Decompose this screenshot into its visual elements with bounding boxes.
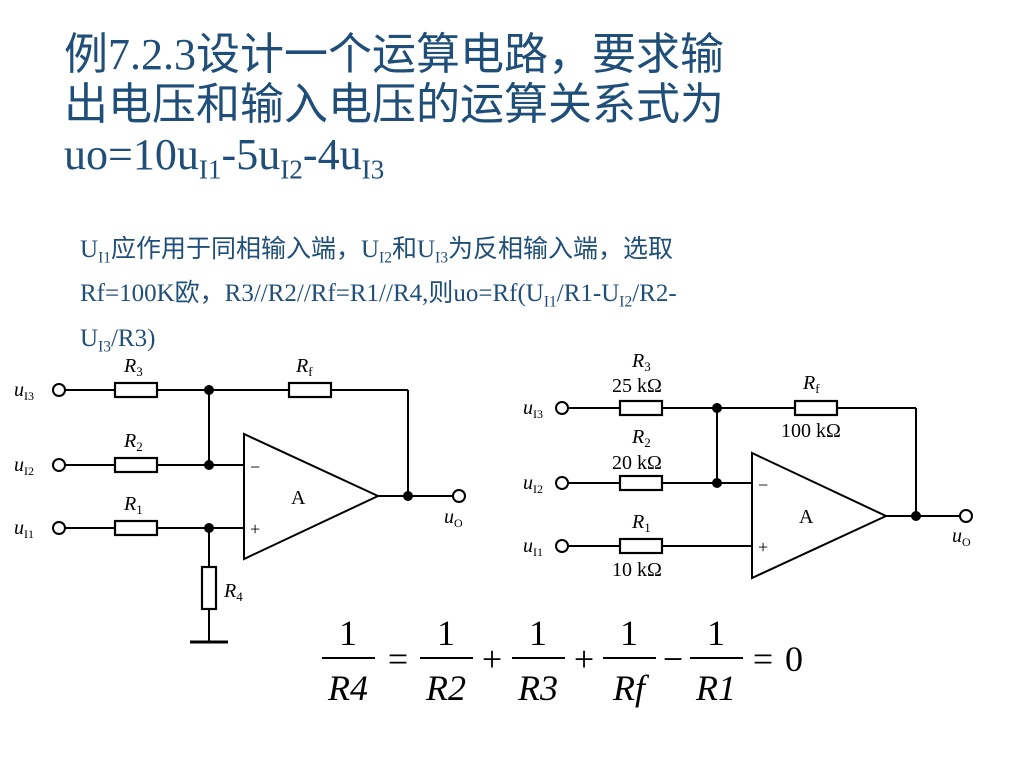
formula-den-3: R3 (517, 668, 558, 708)
right-label-rf: Rf (802, 372, 820, 396)
left-label-minus: − (250, 457, 260, 477)
formula-den-2: R2 (425, 668, 466, 708)
formula-num-5: 1 (707, 613, 725, 653)
formula-num-4: 1 (620, 613, 638, 653)
slide-title: 例7.2.3设计一个运算电路，要求输 出电压和输入电压的运算关系式为 uo=10… (64, 30, 964, 195)
right-label-plus: + (758, 537, 768, 557)
formula-equals-1: = (388, 639, 408, 679)
right-terminal-ui1 (555, 539, 569, 553)
left-node-noninverting (204, 523, 214, 533)
left-label-ui3: uI3 (14, 379, 34, 403)
right-node-inverting (712, 478, 722, 488)
right-resistor-r3 (618, 399, 664, 417)
right-circuit: uI3 uI2 uI1 R3 25 kΩ Rf 100 kΩ R2 20 kΩ … (523, 350, 973, 581)
formula-op-4: − (663, 639, 683, 679)
left-circuit: uI3 uI2 uI1 R3 Rf R2 R1 R4 A − + uO (14, 355, 466, 644)
left-terminal-ui2 (52, 458, 66, 472)
right-label-r3: R3 (631, 350, 651, 374)
formula-num-2: 1 (437, 613, 455, 653)
left-label-rf: Rf (295, 355, 313, 379)
left-node-inverting (204, 460, 214, 470)
formula-den-1: R4 (327, 668, 368, 708)
formula-op-2: + (482, 639, 502, 679)
left-label-r3: R3 (123, 355, 143, 379)
right-terminal-ui2 (555, 476, 569, 490)
right-label-amp: A (799, 506, 814, 528)
left-label-amp: A (291, 487, 306, 509)
right-value-rf: 100 kΩ (781, 420, 841, 442)
right-terminal-uo (959, 509, 973, 523)
description-line-3: UI3/R3) (80, 324, 156, 356)
left-op-amp (243, 432, 381, 561)
right-value-r1: 10 kΩ (612, 559, 662, 581)
left-label-plus: + (250, 519, 260, 539)
left-resistor-r3 (113, 381, 159, 399)
right-value-r2: 20 kΩ (612, 452, 662, 474)
formula-op-3: + (574, 639, 594, 679)
right-label-r1: R1 (631, 511, 651, 535)
formula-rhs: 0 (785, 639, 803, 679)
right-label-uo: uO (952, 525, 971, 549)
left-label-r2: R2 (123, 430, 143, 454)
left-node-output (403, 491, 413, 501)
left-resistor-rf (287, 381, 333, 399)
left-label-r1: R1 (123, 493, 143, 517)
right-label-ui1: uI1 (523, 535, 543, 559)
right-label-ui2: uI2 (523, 472, 543, 496)
left-terminal-uo (452, 489, 466, 503)
right-resistor-r1 (618, 537, 664, 555)
left-label-uo: uO (444, 506, 463, 530)
formula-den-5: R1 (695, 668, 736, 708)
right-node-output (911, 511, 921, 521)
formula-den-4: Rf (612, 668, 650, 708)
left-label-ui2: uI2 (14, 454, 34, 478)
description-line-1: UI1应作用于同相输入端，UI2和UI3为反相输入端，选取 (80, 236, 673, 267)
right-label-ui3: uI3 (523, 397, 543, 421)
left-terminal-ui3 (52, 383, 66, 397)
left-terminal-ui1 (52, 521, 66, 535)
left-resistor-r4 (200, 565, 218, 611)
right-resistor-rf (793, 399, 839, 417)
left-label-ui1: uI1 (14, 517, 34, 541)
right-label-r2: R2 (631, 426, 651, 450)
formula-num-3: 1 (529, 613, 547, 653)
left-node-top (204, 385, 214, 395)
formula-num-1: 1 (339, 613, 357, 653)
description-line-2: Rf=100K欧，R3//R2//Rf=R1//R4,则uo=Rf(UI1/R1… (80, 280, 677, 311)
right-value-r3: 25 kΩ (612, 375, 662, 397)
left-resistor-r2 (113, 456, 159, 474)
right-op-amp (751, 451, 889, 580)
right-node-top (712, 403, 722, 413)
resistance-formula: 1 R4 = 1 R2 + 1 R3 + 1 Rf − 1 R1 = 0 (322, 613, 803, 708)
left-label-r4: R4 (223, 580, 243, 604)
title-line-1: 例7.2.3设计一个运算电路，要求输 (64, 30, 724, 79)
formula-equals-2: = (753, 639, 773, 679)
title-line-2: 出电压和输入电压的运算关系式为 (64, 80, 724, 129)
right-terminal-ui3 (555, 401, 569, 415)
right-resistor-r2 (618, 474, 664, 492)
left-resistor-r1 (113, 519, 159, 537)
title-equation: uo=10uI1-5uI2-4uI3 (64, 130, 385, 185)
right-label-minus: − (758, 475, 768, 495)
description-text: UI1应作用于同相输入端，UI2和UI3为反相输入端，选取 Rf=100K欧，R… (80, 232, 920, 365)
